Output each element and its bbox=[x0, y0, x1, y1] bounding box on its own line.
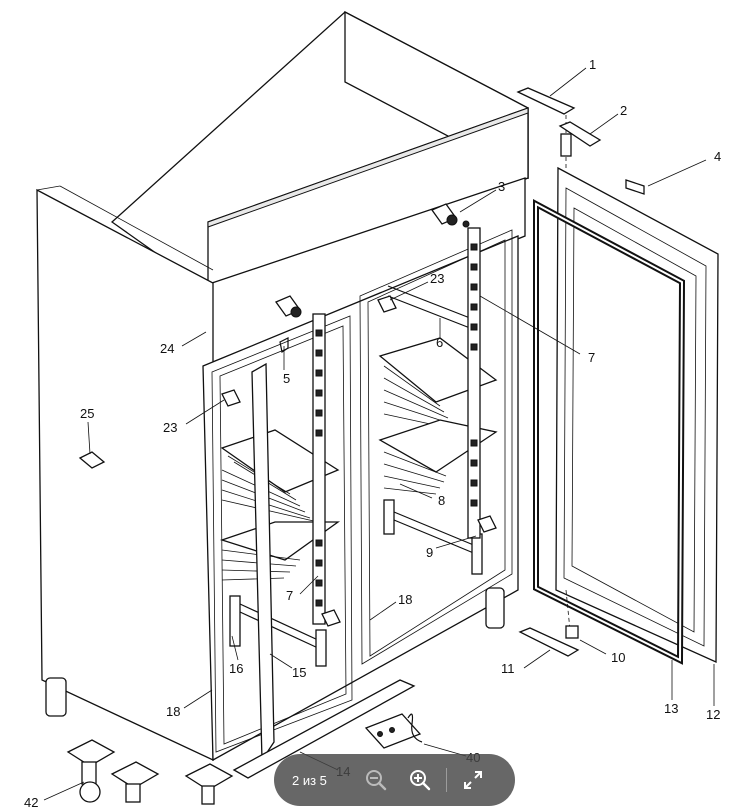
top-hinge-parts bbox=[516, 87, 602, 157]
callout-23b: 23 bbox=[163, 420, 177, 435]
callout-7b: 7 bbox=[286, 588, 293, 603]
viewer-toolbar: 2 из 5 bbox=[274, 754, 515, 806]
callout-24: 24 bbox=[160, 341, 174, 356]
callout-12: 12 bbox=[706, 707, 720, 722]
zoom-in-icon bbox=[410, 770, 431, 791]
callout-10: 10 bbox=[611, 650, 625, 665]
page-counter: 2 из 5 bbox=[292, 772, 327, 788]
cabinet-feet bbox=[45, 587, 505, 717]
callout-7a: 7 bbox=[588, 350, 595, 365]
zoom-out-button[interactable] bbox=[354, 760, 398, 800]
callout-2: 2 bbox=[620, 103, 627, 118]
hinges bbox=[221, 203, 497, 627]
thermostat-part bbox=[364, 713, 423, 749]
fullscreen-icon bbox=[464, 771, 482, 789]
zoom-out-icon bbox=[366, 770, 387, 791]
callout-18b: 18 bbox=[166, 704, 180, 719]
small-fittings bbox=[78, 337, 289, 469]
callout-16: 16 bbox=[229, 661, 243, 676]
callout-1: 1 bbox=[589, 57, 596, 72]
callout-5: 5 bbox=[283, 371, 290, 386]
callout-8: 8 bbox=[438, 493, 445, 508]
door-handle bbox=[625, 179, 645, 195]
toolbar-separator bbox=[446, 768, 447, 792]
left-shelves bbox=[219, 429, 341, 667]
cabinet-side bbox=[36, 185, 214, 762]
callout-13: 13 bbox=[664, 701, 678, 716]
bottom-hinge-parts bbox=[518, 625, 580, 657]
callout-18a: 18 bbox=[398, 592, 412, 607]
callout-25: 25 bbox=[80, 406, 94, 421]
glass-door bbox=[555, 166, 719, 664]
callout-42: 42 bbox=[24, 795, 38, 807]
callout-9: 9 bbox=[426, 545, 433, 560]
callout-11: 11 bbox=[501, 661, 515, 676]
zoom-in-button[interactable] bbox=[398, 760, 442, 800]
callout-15: 15 bbox=[292, 665, 306, 680]
bottom-strip bbox=[232, 679, 416, 779]
callout-6: 6 bbox=[436, 335, 443, 350]
casters bbox=[66, 739, 234, 805]
fullscreen-button[interactable] bbox=[451, 760, 495, 800]
callout-23a: 23 bbox=[430, 271, 444, 286]
gasket-strip bbox=[251, 362, 275, 763]
shelf-rails bbox=[312, 227, 481, 625]
callout-4: 4 bbox=[714, 149, 721, 164]
door-gasket bbox=[533, 198, 686, 665]
callout-3: 3 bbox=[498, 179, 505, 194]
right-shelves bbox=[378, 285, 498, 575]
